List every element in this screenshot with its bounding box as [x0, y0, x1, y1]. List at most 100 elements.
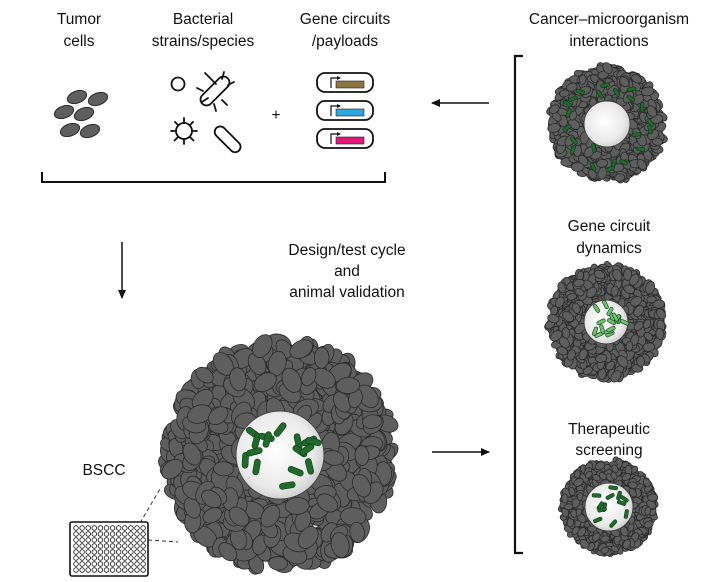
well	[85, 531, 91, 537]
bacterium	[304, 458, 315, 475]
bacterium	[568, 95, 578, 102]
well	[97, 567, 104, 573]
well	[79, 543, 85, 549]
well	[128, 561, 134, 567]
bacterium	[635, 146, 646, 152]
bscc-label: BSCC	[82, 462, 125, 479]
bscc-spheroid-main	[158, 333, 399, 575]
tumor-cell	[619, 76, 630, 88]
well	[97, 561, 104, 567]
well	[140, 549, 146, 555]
tumor-cell	[631, 74, 642, 84]
tumor-cell	[570, 508, 578, 518]
well	[85, 567, 91, 573]
tumor-cells-label: Tumor cells	[57, 11, 101, 50]
bacterium	[647, 124, 653, 135]
well	[79, 537, 85, 543]
well	[140, 525, 146, 531]
well	[134, 555, 140, 561]
bacterium	[613, 88, 621, 97]
tumor-cell	[568, 118, 581, 130]
well	[97, 543, 104, 549]
bacterium	[626, 86, 637, 92]
right-bracket	[513, 54, 523, 555]
well	[140, 561, 146, 567]
bacterium	[591, 493, 602, 498]
well	[109, 525, 116, 531]
well	[109, 561, 116, 567]
tumor-cell	[561, 493, 569, 504]
well	[122, 543, 128, 549]
well	[85, 525, 91, 531]
well	[128, 525, 134, 531]
top-bracket	[41, 172, 386, 183]
well	[85, 555, 91, 561]
bacterium	[569, 136, 578, 145]
tumor-cell	[281, 367, 302, 393]
bacterium	[575, 88, 586, 95]
bacterium	[569, 145, 576, 155]
payload-card-blue	[316, 100, 374, 121]
tumor-cell	[646, 105, 657, 118]
tumor-cell	[229, 367, 247, 392]
tumor-cell	[352, 473, 372, 498]
bacterium	[252, 458, 261, 476]
well	[122, 531, 128, 537]
bacterium	[619, 159, 629, 166]
well	[103, 555, 110, 561]
well	[85, 549, 91, 555]
therapeutic-label: Therapeutic screening	[568, 421, 650, 459]
well	[134, 549, 140, 555]
well	[116, 525, 122, 531]
well	[116, 531, 122, 537]
tumor-cells-label-line2: cells	[63, 33, 94, 50]
bacterium	[631, 132, 642, 137]
well	[73, 549, 79, 555]
gene-dynamics-label-line2: dynamics	[576, 240, 642, 257]
well-plate-icon	[69, 488, 179, 577]
tumor-cell	[336, 376, 361, 395]
well	[122, 555, 128, 561]
bacterial-label-line1: Bacterial	[173, 11, 233, 28]
well	[140, 567, 146, 573]
interactions-label: Cancer–microorganism interactions	[529, 11, 689, 50]
design-label-line1: Design/test cycle	[288, 242, 405, 259]
tumor-cell	[636, 355, 645, 368]
tumor-cell	[253, 372, 277, 392]
therapeutic-label-line2: screening	[575, 442, 642, 459]
tumor-cells-label-line1: Tumor	[57, 11, 101, 28]
well	[73, 525, 79, 531]
bacterium	[605, 165, 615, 173]
tumor-cell	[186, 404, 213, 424]
tumor-cell	[548, 104, 560, 114]
necrotic-core	[584, 482, 634, 532]
design-label-line2: and	[334, 263, 360, 280]
well	[79, 561, 85, 567]
well	[122, 549, 128, 555]
coccus-bacterium-icon	[170, 76, 186, 92]
well	[122, 537, 128, 543]
well	[134, 567, 140, 573]
tumor-cell	[349, 521, 365, 544]
well	[134, 543, 140, 549]
rod-bacterium-icon	[213, 125, 242, 154]
tumor-cell	[183, 497, 201, 519]
well	[128, 549, 134, 555]
tumor-cell	[578, 74, 587, 85]
well	[79, 549, 85, 555]
bacterium	[600, 82, 610, 88]
bacterium	[246, 447, 263, 457]
tumor-cell	[301, 367, 317, 387]
well	[91, 561, 97, 567]
well	[97, 525, 104, 531]
tumor-cell	[316, 493, 338, 513]
plus-sign: +	[271, 107, 280, 124]
interactions-label-line2: interactions	[569, 33, 649, 50]
well	[85, 561, 91, 567]
well	[109, 555, 116, 561]
tumor-cell	[182, 442, 202, 466]
bacterium	[596, 89, 604, 99]
tumor-cell	[636, 159, 647, 170]
well	[134, 561, 140, 567]
gene-circuit-payloads	[316, 72, 374, 149]
